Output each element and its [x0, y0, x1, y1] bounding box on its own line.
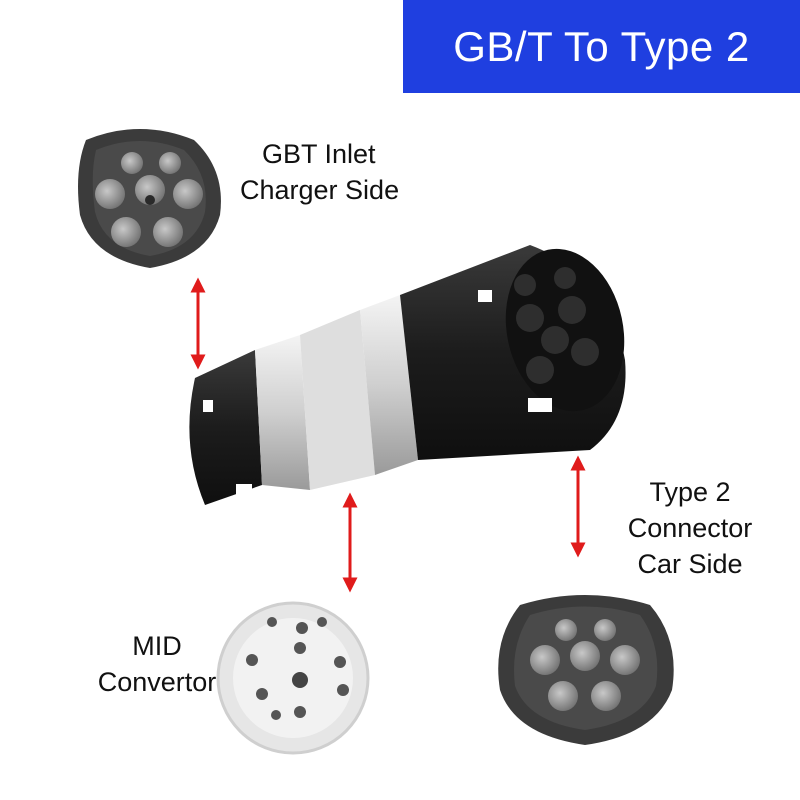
label-gbt-inlet: GBT Inlet Charger Side	[240, 136, 440, 208]
label-type2-line2: Connector	[627, 513, 753, 543]
label-mid-line1: MID	[132, 631, 182, 661]
type2-connector-face	[498, 595, 674, 745]
label-mid-line2: Convertor	[97, 667, 217, 697]
mid-convertor-face	[216, 601, 370, 755]
label-type2: Type 2 Connector Car Side	[610, 474, 770, 582]
label-type2-line3: Car Side	[637, 549, 743, 579]
adapter-body	[189, 245, 626, 505]
label-gbt-line1: GBT Inlet	[262, 139, 376, 169]
gbt-inlet-face	[78, 129, 221, 268]
label-type2-line1: Type 2	[649, 477, 731, 507]
title-banner: GB/T To Type 2	[403, 0, 800, 93]
label-mid: MID Convertor	[92, 628, 222, 700]
label-gbt-line2: Charger Side	[240, 175, 400, 205]
title-text: GB/T To Type 2	[453, 22, 750, 70]
